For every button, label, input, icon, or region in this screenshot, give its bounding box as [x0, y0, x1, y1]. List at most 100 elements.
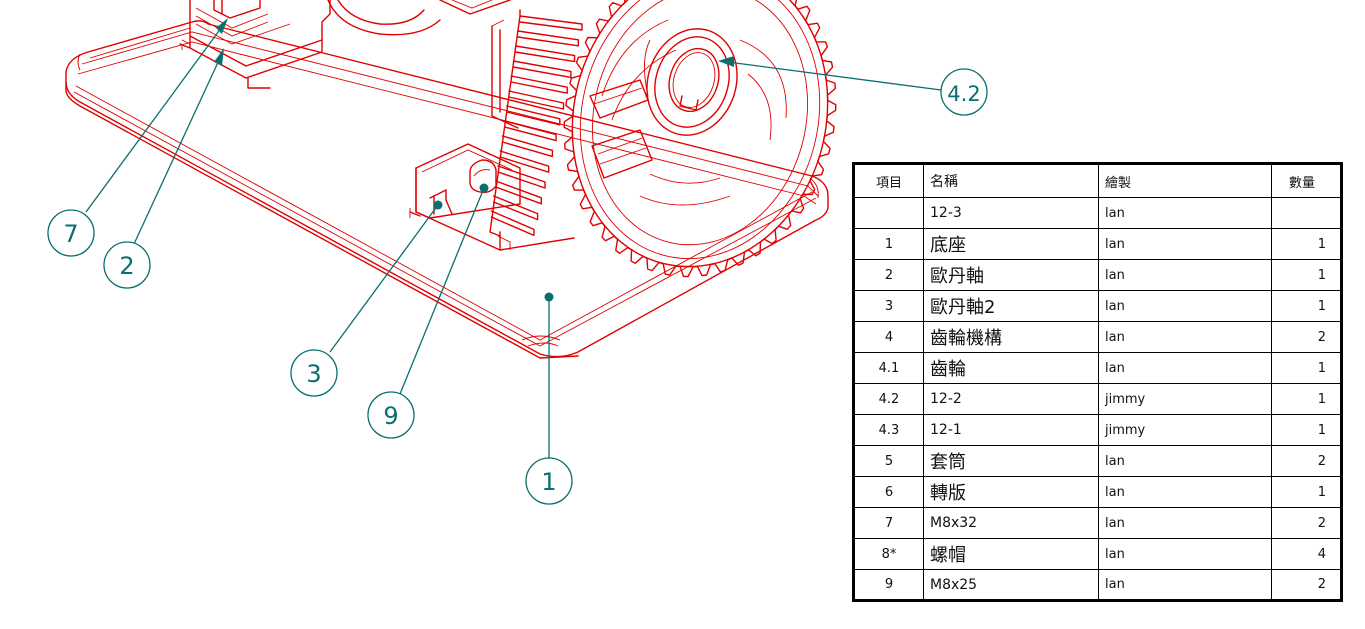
bom-cell-author: lan — [1098, 569, 1272, 601]
bom-cell-name: 12-3 — [923, 197, 1099, 229]
arrow-2 — [214, 48, 224, 66]
rack-tooth — [490, 210, 535, 237]
bom-cell-qty: 1 — [1271, 476, 1342, 508]
balloon-7-label: 7 — [63, 220, 78, 248]
bom-cell-qty: 2 — [1271, 321, 1342, 353]
rack-tooth — [514, 45, 576, 63]
bom-cell-item: 2 — [853, 259, 924, 291]
dot-3 — [433, 200, 443, 210]
bom-cell-qty: 1 — [1271, 414, 1342, 446]
leader-2 — [133, 57, 221, 245]
bom-cell-item: 6 — [853, 476, 924, 508]
bom-cell-qty: 1 — [1271, 383, 1342, 415]
balloon-7: 7 — [47, 209, 95, 257]
rack-tooth — [517, 30, 579, 47]
bom-header-name: 名稱 — [923, 163, 1099, 198]
bom-header-author: 繪製 — [1098, 163, 1272, 198]
dot-1 — [544, 292, 554, 302]
bom-cell-name: 螺帽 — [923, 538, 1099, 570]
bom-cell-qty: 2 — [1271, 445, 1342, 477]
arrow-7 — [216, 18, 228, 34]
balloon-2: 2 — [103, 241, 151, 289]
bom-cell-item: 4 — [853, 321, 924, 353]
rack-tooth — [503, 120, 557, 142]
bom-cell-author: lan — [1098, 259, 1272, 291]
bom-cell-name: 底座 — [923, 228, 1099, 260]
leader-lines — [85, 18, 942, 458]
bom-cell-qty — [1271, 197, 1342, 229]
bom-cell-name: M8x32 — [923, 507, 1099, 539]
rack-tooth — [506, 105, 561, 126]
balloon-9: 9 — [367, 391, 415, 439]
leader-7 — [85, 23, 225, 213]
bom-cell-author: lan — [1098, 228, 1272, 260]
balloon-9-label: 9 — [383, 402, 398, 430]
rack-spine — [489, 9, 521, 237]
leader-9 — [399, 187, 485, 395]
bom-header-row: 項目 名稱 繪製 數量 — [853, 163, 1342, 198]
rack-tooth — [519, 15, 583, 31]
gear-support — [491, 19, 519, 129]
bom-cell-name: 齒輪機構 — [923, 321, 1099, 353]
bearing-block-right — [409, 143, 575, 251]
bom-cell-item: 8* — [853, 538, 924, 570]
bom-cell-item — [853, 197, 924, 229]
bom-cell-author: jimmy — [1098, 414, 1272, 446]
bom-cell-name: 歐丹軸 — [923, 259, 1099, 291]
bom-cell-name: 12-1 — [923, 414, 1099, 446]
bom-cell-qty: 1 — [1271, 290, 1342, 322]
balloon-4-2: 4.2 — [940, 68, 988, 116]
bom-cell-author: lan — [1098, 445, 1272, 477]
bom-cell-author: lan — [1098, 352, 1272, 384]
gear-teeth-rack — [489, 9, 583, 237]
leader-3 — [329, 204, 439, 353]
bom-cell-item: 5 — [853, 445, 924, 477]
rack-tooth — [495, 180, 542, 205]
bom-cell-name: M8x25 — [923, 569, 1099, 601]
rack-tooth — [510, 75, 568, 94]
bom-cell-qty: 2 — [1271, 569, 1342, 601]
bom-cell-name: 齒輪 — [923, 352, 1099, 384]
balloon-1: 1 — [525, 457, 573, 505]
bom-cell-author: lan — [1098, 476, 1272, 508]
bom-cell-item: 4.3 — [853, 414, 924, 446]
bom-cell-name: 歐丹軸2 — [923, 290, 1099, 322]
dot-9 — [479, 183, 489, 193]
rack-tooth — [492, 195, 539, 221]
bom-cell-item: 9 — [853, 569, 924, 601]
bom-header-item: 項目 — [853, 163, 924, 198]
bom-cell-item: 3 — [853, 290, 924, 322]
bom-cell-item: 1 — [853, 228, 924, 260]
bom-cell-qty: 4 — [1271, 538, 1342, 570]
leader-4-2 — [727, 61, 942, 91]
balloon-3-label: 3 — [306, 360, 321, 388]
bom-cell-item: 4.1 — [853, 352, 924, 384]
balloon-3: 3 — [290, 349, 338, 397]
balloon-4-2-label: 4.2 — [947, 82, 980, 106]
bom-cell-qty: 1 — [1271, 352, 1342, 384]
shaft — [439, 0, 511, 15]
bom-cell-item: 4.2 — [853, 383, 924, 415]
rack-tooth — [501, 135, 554, 158]
pillow-block-left — [179, 0, 441, 89]
balloon-1-label: 1 — [541, 468, 556, 496]
bom-header-qty: 數量 — [1271, 163, 1342, 198]
bom-cell-name: 12-2 — [923, 383, 1099, 415]
bom-cell-author: lan — [1098, 290, 1272, 322]
bom-cell-item: 7 — [853, 507, 924, 539]
bom-cell-author: lan — [1098, 538, 1272, 570]
gear-hub — [644, 28, 738, 136]
